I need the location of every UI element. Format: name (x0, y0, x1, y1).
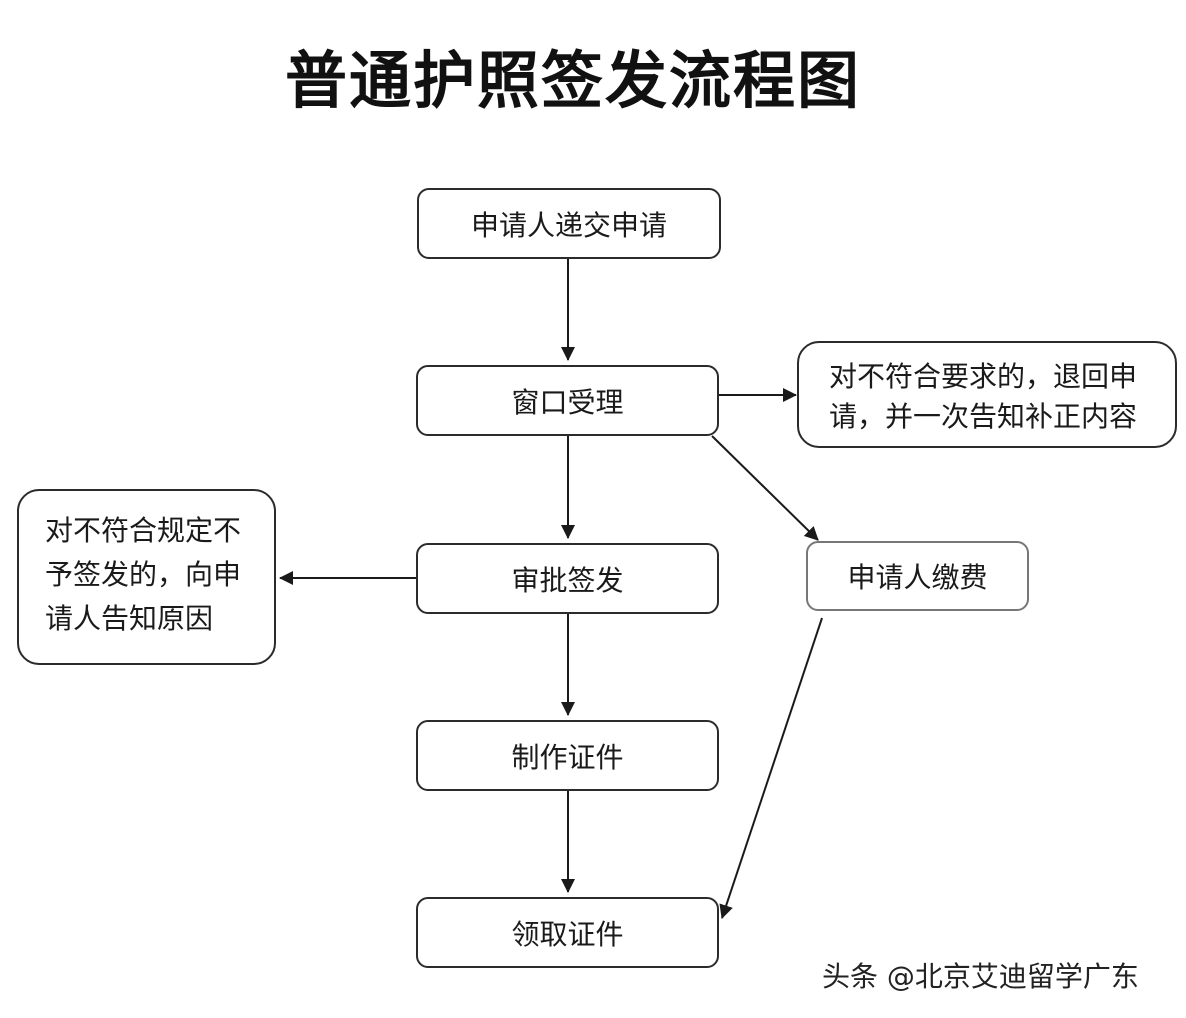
node-label: 申请人递交申请 (470, 208, 667, 242)
node-approve-issue: 审批签发 (416, 543, 719, 614)
node-label: 窗口受理 (511, 385, 624, 419)
node-applicant-pay: 申请人缴费 (806, 541, 1029, 611)
page-title: 普通护照签发流程图 (284, 44, 861, 117)
node-label-line: 予签发的，向申 (45, 558, 242, 591)
node-submit-application: 申请人递交申请 (417, 188, 721, 259)
node-make-document: 制作证件 (416, 720, 719, 791)
node-approval-rejection: 对不符合规定不 予签发的，向申 请人告知原因 (17, 489, 276, 665)
node-label-line: 请，并一次告知补正内容 (829, 400, 1138, 433)
watermark: 头条 @北京艾迪留学广东 (822, 960, 1139, 993)
node-label-line: 对不符合要求的，退回申 (829, 360, 1138, 393)
arrow-window-to-pay (711, 435, 819, 541)
node-label: 审批签发 (511, 563, 624, 597)
arrow-pay-to-collect (719, 617, 823, 919)
node-window-rejection: 对不符合要求的，退回申 请，并一次告知补正内容 (797, 341, 1177, 448)
node-label: 制作证件 (511, 740, 624, 774)
node-label: 领取证件 (511, 917, 624, 951)
node-collect-document: 领取证件 (416, 897, 719, 968)
node-window-acceptance: 窗口受理 (416, 365, 719, 436)
node-label-line: 对不符合规定不 (45, 514, 242, 547)
node-label-line: 请人告知原因 (45, 602, 214, 635)
node-label: 申请人缴费 (847, 561, 988, 594)
